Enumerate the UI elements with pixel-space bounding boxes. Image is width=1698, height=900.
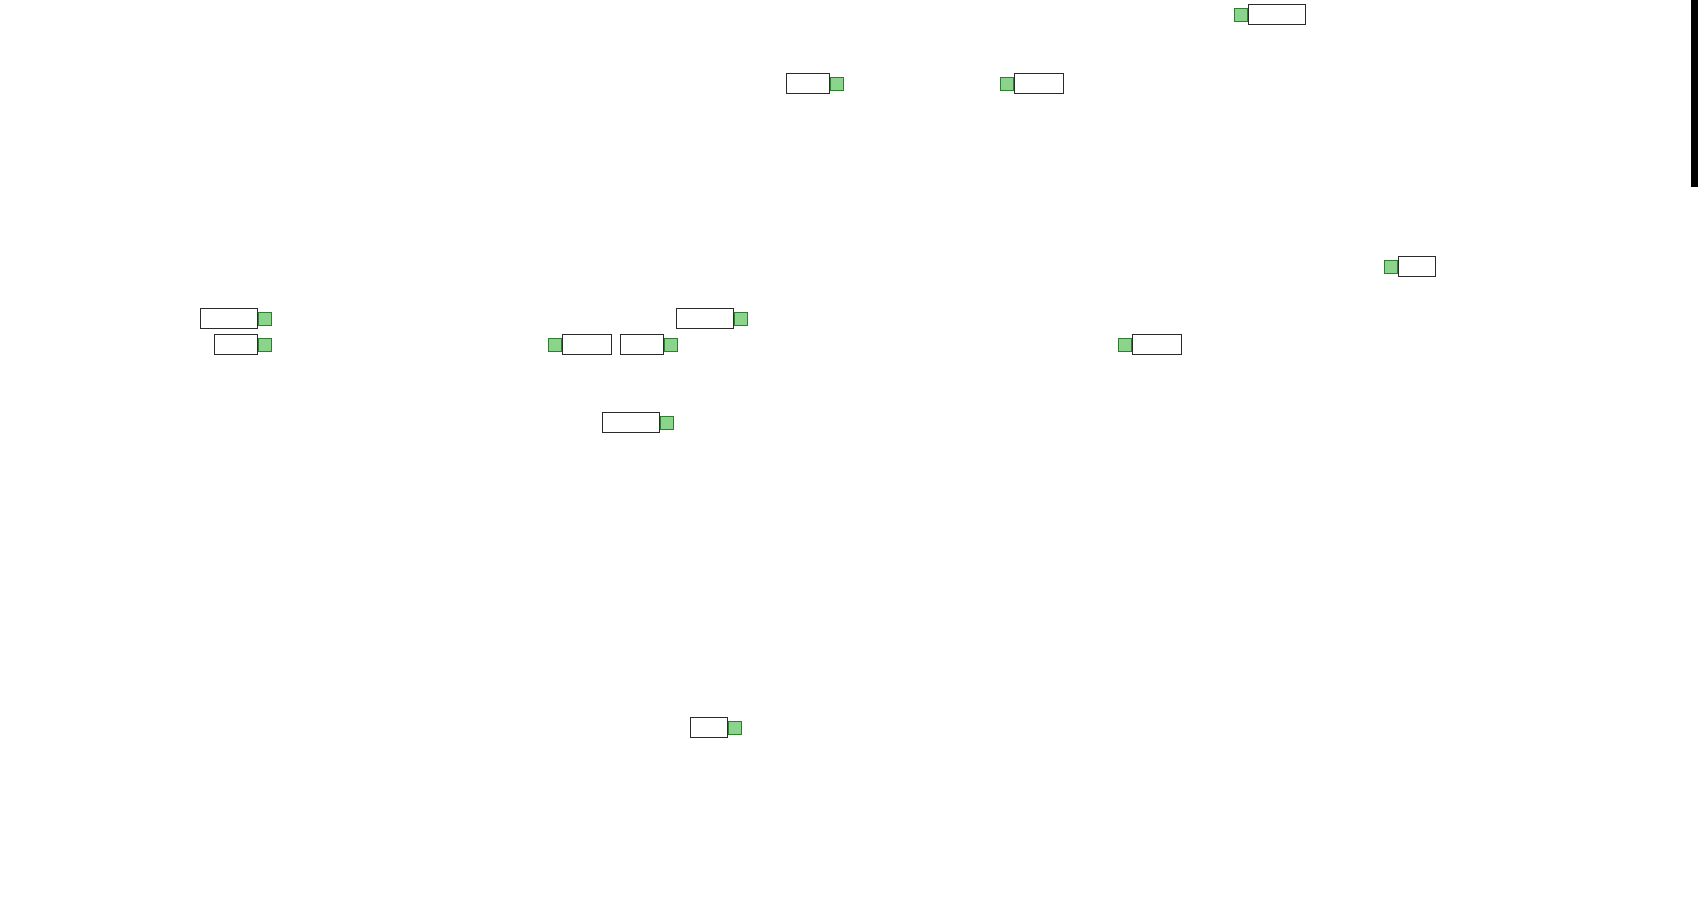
fritzing-schematic-view: [0, 0, 1698, 900]
schematic-canvas: [0, 0, 1698, 900]
